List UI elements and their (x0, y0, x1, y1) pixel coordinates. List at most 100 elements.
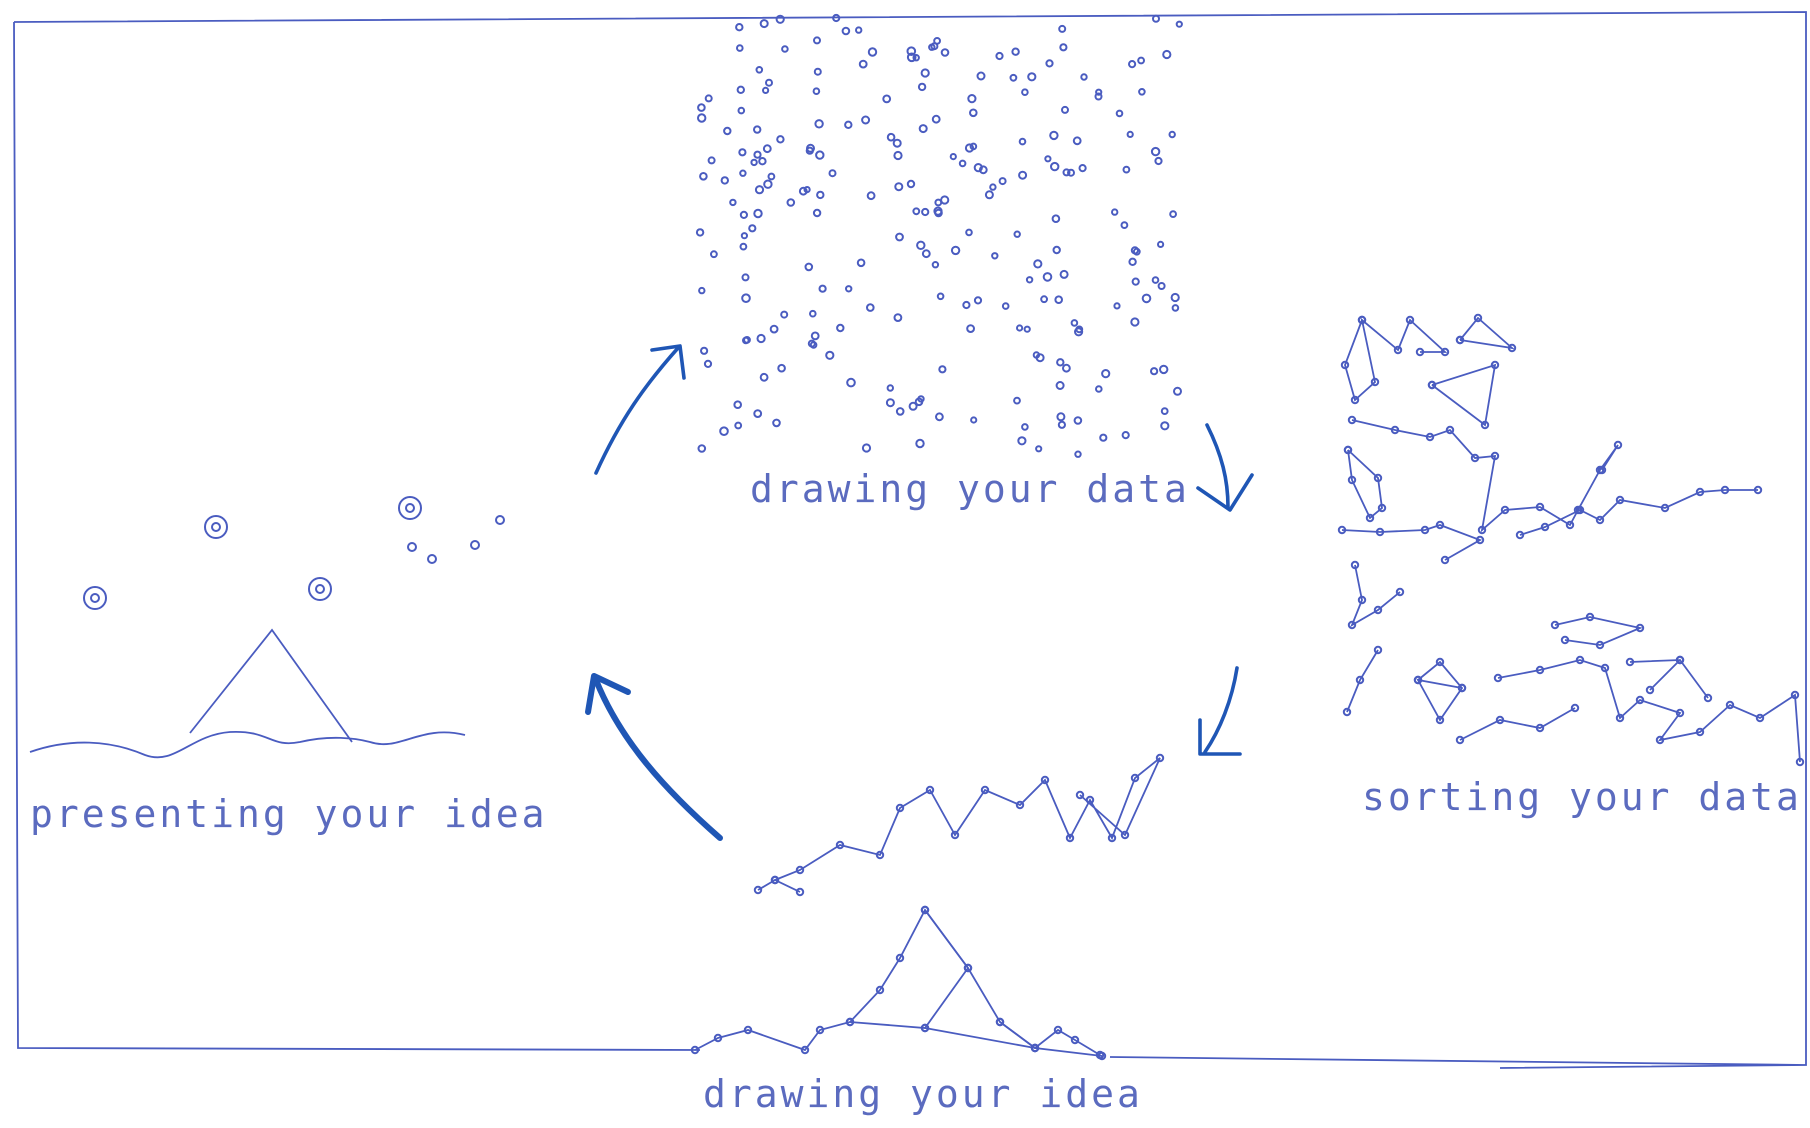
data-dot (762, 144, 772, 154)
arrow-to-presenting-head (585, 673, 631, 715)
network-node (1613, 440, 1623, 450)
network-node (1703, 693, 1713, 703)
data-dot (754, 185, 765, 195)
network-node (1473, 313, 1483, 323)
data-dot (777, 363, 786, 373)
network-node (795, 865, 805, 875)
network-node (1695, 727, 1705, 737)
data-dot (736, 85, 745, 95)
idea-chain-drawing (690, 753, 1165, 1061)
network-node (1440, 347, 1450, 357)
data-dot (1154, 156, 1163, 166)
data-dot (697, 444, 707, 453)
network-node (743, 1025, 753, 1035)
network-node (1490, 360, 1500, 370)
data-dot (704, 94, 713, 103)
data-dot (1173, 386, 1182, 396)
network-node (1675, 655, 1685, 665)
data-dot (832, 13, 841, 23)
data-dot (967, 94, 977, 104)
network-node (1470, 453, 1480, 463)
network-node (1365, 513, 1375, 523)
data-dot (1152, 14, 1160, 23)
data-dot (750, 158, 758, 167)
data-dot (893, 150, 903, 161)
network-node (1435, 657, 1445, 667)
label-sorting-your-data: sorting your data (1362, 775, 1802, 819)
data-dot (856, 258, 866, 268)
data-dot (973, 296, 983, 305)
data-dot (697, 103, 706, 112)
data-dot (807, 339, 816, 348)
network-node (1015, 800, 1025, 810)
network-node (1373, 605, 1383, 615)
data-dot (936, 292, 945, 301)
data-dot (918, 124, 928, 134)
data-dot (962, 300, 971, 310)
data-dot (813, 36, 821, 45)
network-node (1585, 612, 1595, 622)
network-node (1490, 451, 1500, 461)
data-dot (753, 125, 762, 134)
data-dot (928, 43, 936, 51)
data-dot (1018, 170, 1028, 180)
network-node (1560, 635, 1570, 645)
data-dot (882, 94, 892, 104)
network-node (1495, 715, 1505, 725)
data-dot (1062, 168, 1071, 177)
network-node (1455, 335, 1465, 345)
data-dot (1056, 358, 1065, 367)
data-dot (775, 14, 785, 24)
network-node (1340, 360, 1350, 370)
arrow-to-sorting (1205, 423, 1230, 509)
data-dot (885, 398, 895, 408)
data-dot (812, 87, 821, 95)
data-dot (931, 114, 941, 124)
data-dot (1095, 385, 1103, 393)
data-dot (1080, 73, 1088, 81)
data-dot (908, 401, 918, 411)
network-node (950, 830, 960, 840)
network-link (1350, 564, 1401, 628)
data-dot (733, 400, 743, 410)
data-dot (698, 286, 706, 295)
data-dot (772, 418, 781, 428)
data-dot (1023, 325, 1031, 333)
network-node (1695, 487, 1705, 497)
data-dot (1130, 317, 1140, 327)
data-dot (1074, 450, 1082, 458)
data-dot (812, 208, 822, 218)
data-dot (756, 333, 766, 344)
network-node (1357, 315, 1367, 325)
data-dot (998, 177, 1007, 186)
data-dot (1067, 168, 1075, 177)
data-dot (734, 421, 743, 430)
network-link (924, 1027, 1036, 1049)
sorted-data-network (1337, 313, 1805, 767)
data-dot (1122, 165, 1131, 174)
network-node (1355, 675, 1365, 685)
network-node (1420, 525, 1430, 535)
data-dot (719, 426, 729, 437)
network-node (1550, 620, 1560, 630)
data-dot (1058, 24, 1067, 33)
network-node (1615, 495, 1625, 505)
network-node (1415, 347, 1425, 357)
data-dot (699, 172, 708, 181)
data-dot (755, 66, 764, 74)
network-node (1075, 790, 1085, 800)
network-node (1053, 1025, 1063, 1035)
network-node (1425, 432, 1435, 442)
arrow-to-idea (1203, 666, 1239, 754)
network-node (795, 887, 805, 897)
data-dot (753, 409, 763, 419)
network-node (1535, 665, 1545, 675)
data-dot (1045, 59, 1054, 68)
data-dot (841, 26, 851, 36)
data-dot (1055, 381, 1065, 390)
network-node (1720, 485, 1730, 495)
data-dot (825, 350, 835, 360)
network-link (1431, 363, 1497, 427)
data-dot (861, 443, 872, 453)
data-dot (739, 242, 748, 251)
